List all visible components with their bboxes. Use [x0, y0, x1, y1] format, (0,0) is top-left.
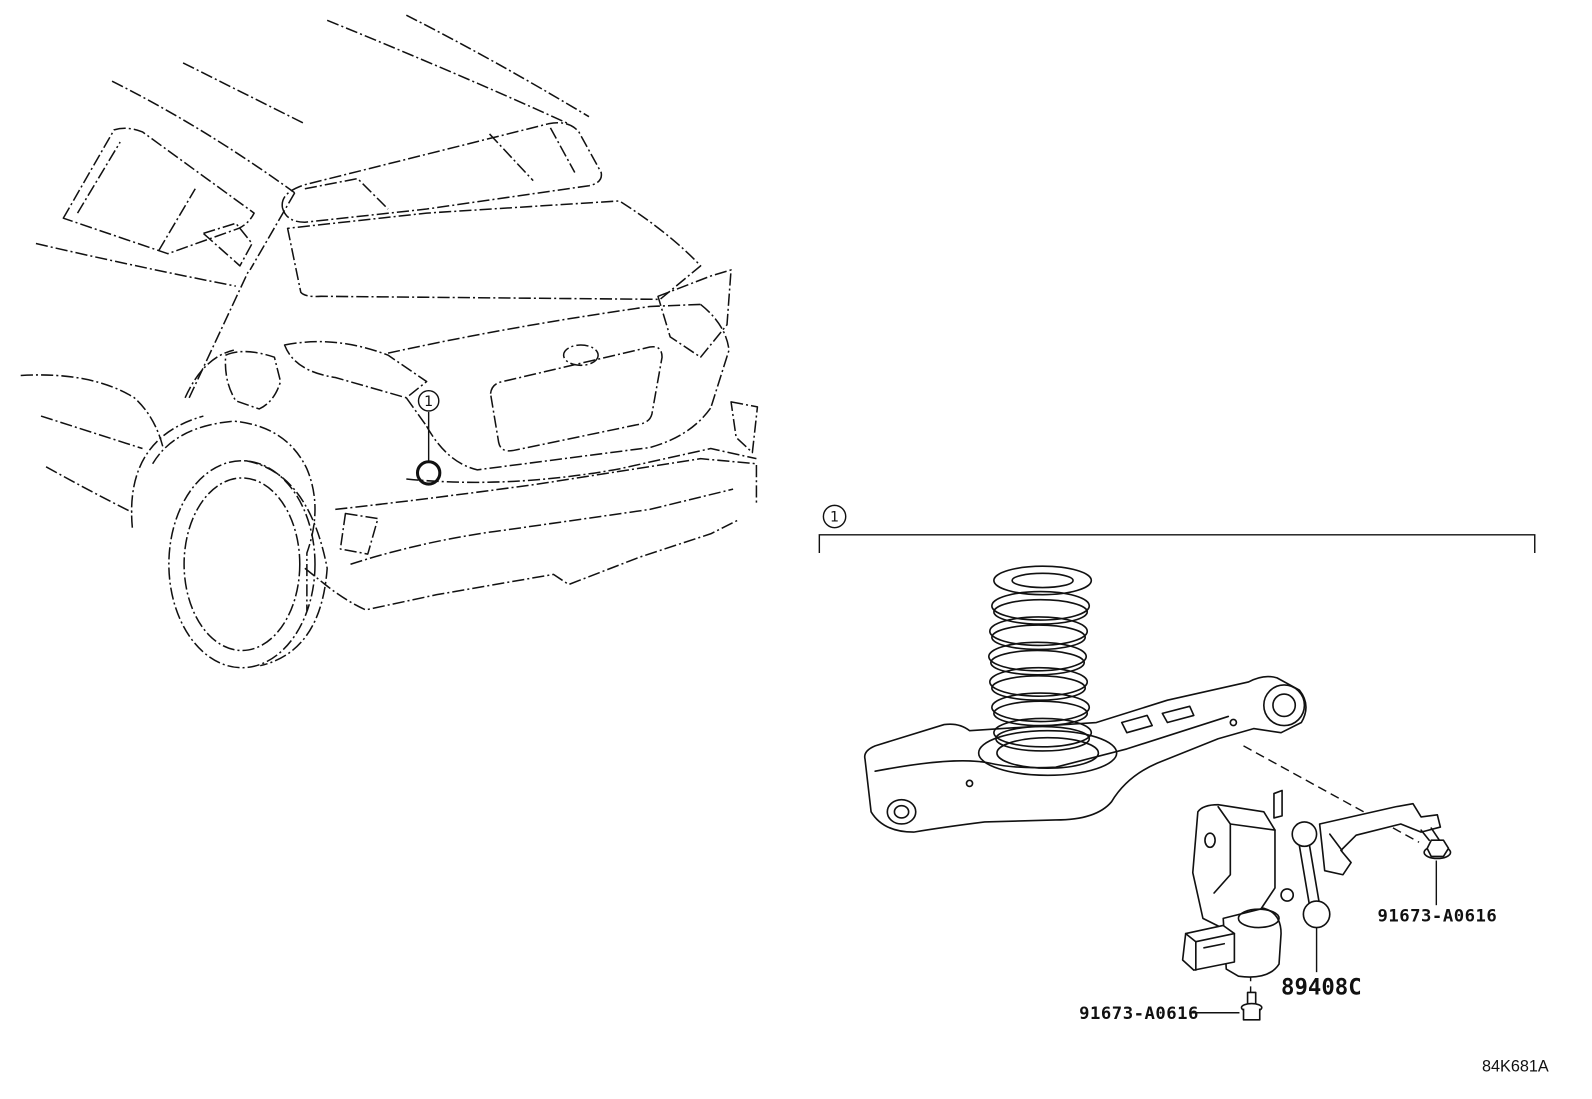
vehicle-back-door	[387, 303, 730, 471]
vehicle-rear-window	[286, 200, 702, 301]
sensor-part-number[interactable]: 89408C	[1281, 974, 1362, 1000]
upper-bolt[interactable]	[1420, 827, 1452, 860]
vehicle-license-plate	[489, 346, 663, 452]
location-callout[interactable]: 1	[417, 389, 440, 412]
vehicle-rear-wheel	[130, 415, 328, 669]
sensor-location-marker	[415, 460, 442, 486]
location-callout-number: 1	[424, 394, 433, 410]
figure-code: 84K681A	[1482, 1058, 1549, 1076]
detail-callout[interactable]: 1	[822, 504, 847, 529]
vehicle-rear-bumper	[304, 401, 759, 611]
rear-coil-spring	[987, 565, 1093, 752]
vehicle-emblem	[562, 344, 599, 367]
mounting-leader-line	[1243, 745, 1420, 843]
lower-bolt[interactable]	[1240, 991, 1263, 1021]
height-control-sensor[interactable]	[1181, 789, 1442, 978]
vehicle-rear-view: 1	[20, 14, 759, 669]
rear-lower-arm	[863, 675, 1307, 833]
vehicle-spoiler	[281, 122, 603, 223]
detail-view: 1	[818, 504, 1536, 1024]
vehicle-side	[20, 127, 296, 514]
detail-callout-number: 1	[830, 510, 839, 526]
upper-bolt-part-number[interactable]: 91673-A0616	[1377, 906, 1497, 926]
vehicle-roof	[111, 14, 590, 194]
detail-bracket-line	[818, 534, 1536, 554]
vehicle-tail-lamps	[224, 269, 732, 410]
lower-bolt-part-number[interactable]: 91673-A0616	[1079, 1004, 1199, 1024]
